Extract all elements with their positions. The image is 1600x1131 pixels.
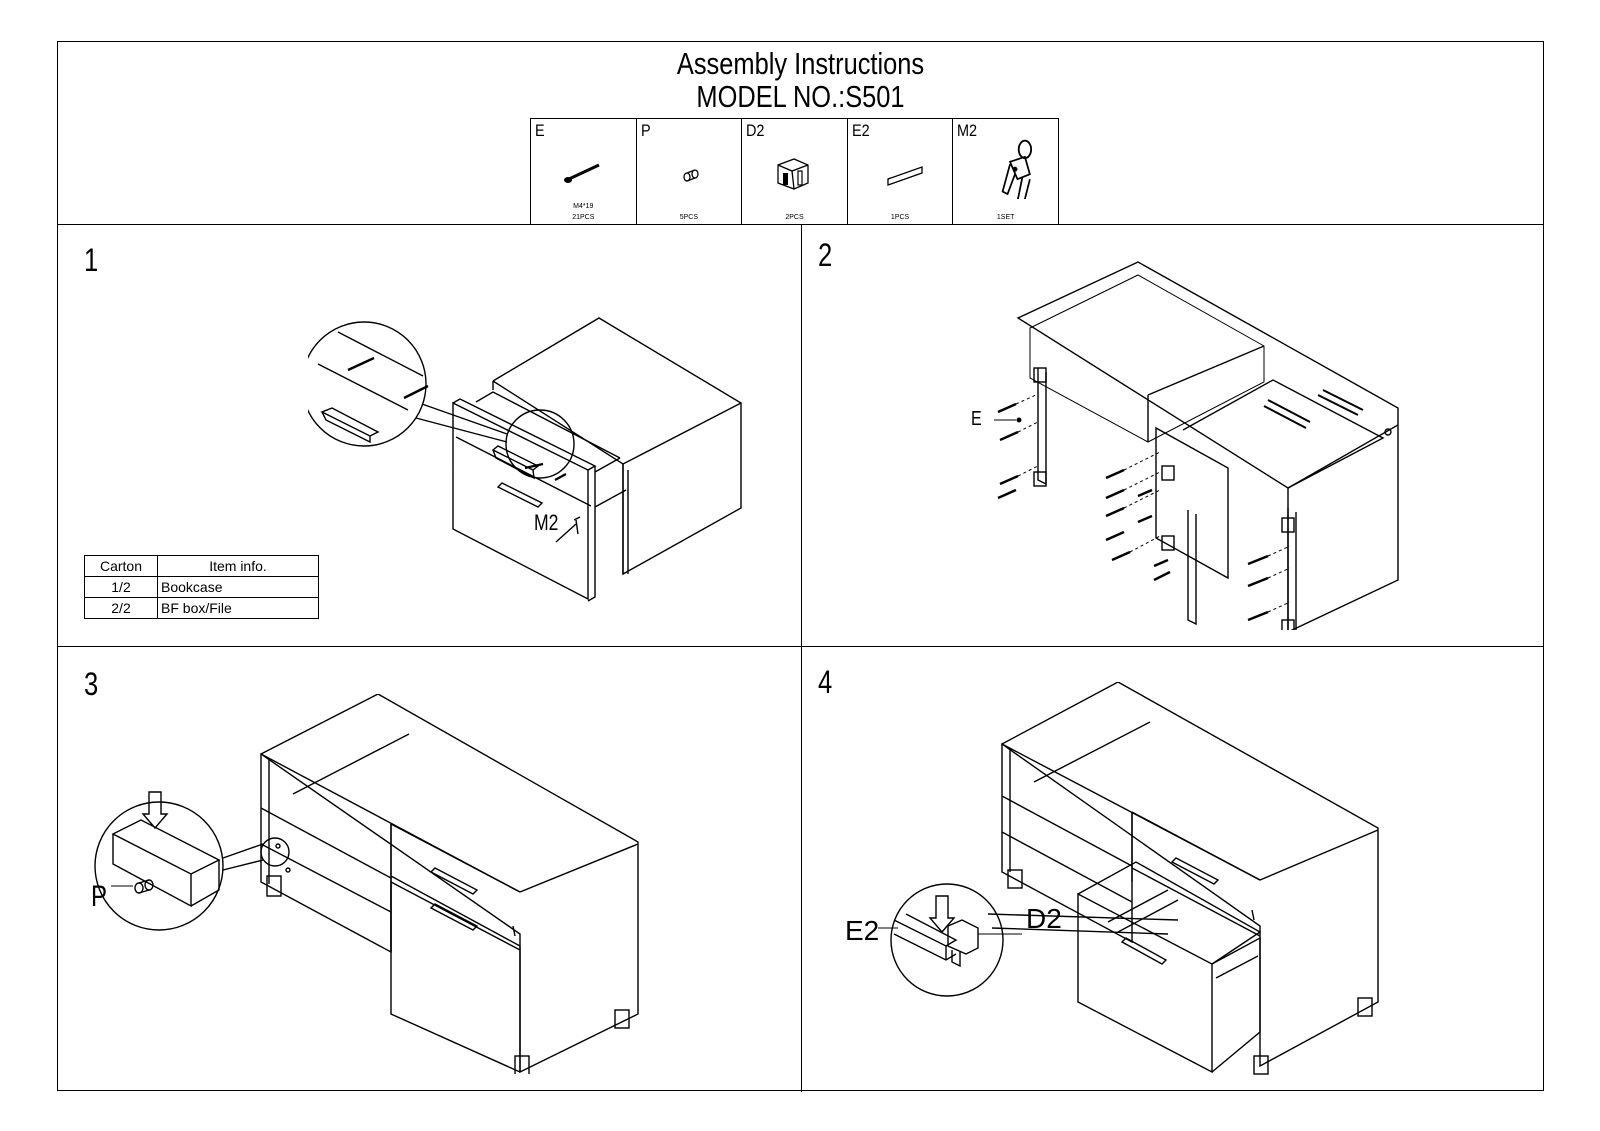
step-number: 4 bbox=[818, 664, 833, 700]
header-divider bbox=[58, 224, 1543, 225]
part-spec: M4*19 bbox=[573, 203, 594, 210]
callout-p: P bbox=[91, 880, 108, 913]
part-qty: 21PCS bbox=[572, 214, 595, 221]
step-number: 1 bbox=[84, 242, 99, 278]
step3-drawing bbox=[94, 694, 639, 1074]
part-code: E bbox=[535, 121, 545, 140]
part-qty: 2PCS bbox=[785, 214, 804, 221]
drawer-clip-icon bbox=[777, 158, 809, 190]
callout-e2: E2 bbox=[845, 915, 880, 946]
parts-list: E M4*19 21PCS P 5PCS D2 bbox=[530, 118, 1059, 224]
callout-e: E bbox=[971, 408, 982, 430]
part-code: P bbox=[640, 121, 651, 140]
column-header: Carton bbox=[84, 555, 158, 577]
step2-drawing bbox=[994, 261, 1399, 630]
column-divider bbox=[801, 224, 802, 1092]
step-number: 2 bbox=[818, 237, 833, 273]
sheet-title: Assembly Instructions bbox=[676, 46, 925, 81]
strip-icon bbox=[887, 166, 923, 186]
carton-number: 1/2 bbox=[84, 576, 158, 598]
table-row: 1/2 Bookcase bbox=[84, 576, 319, 598]
callout-d2: D2 bbox=[1026, 903, 1062, 934]
part-code: E2 bbox=[851, 121, 870, 140]
part-code: D2 bbox=[746, 121, 765, 140]
part-e: E M4*19 21PCS bbox=[531, 119, 637, 224]
item-info: Bookcase bbox=[157, 576, 319, 598]
item-info: BF box/File bbox=[157, 597, 319, 619]
part-m2: M2 1SET bbox=[953, 119, 1058, 224]
part-code: M2 bbox=[957, 121, 978, 140]
model-number: MODEL NO.:S501 bbox=[696, 79, 905, 114]
carton-number: 2/2 bbox=[84, 597, 158, 619]
table-header-row: Carton Item info. bbox=[84, 555, 319, 577]
part-qty: 1PCS bbox=[890, 214, 910, 221]
keys-icon bbox=[1001, 139, 1033, 199]
screw-icon bbox=[564, 163, 600, 183]
step-number: 3 bbox=[84, 666, 99, 702]
part-qty: 5PCS bbox=[679, 214, 699, 221]
step4-drawing bbox=[878, 682, 1379, 1075]
column-header: Item info. bbox=[157, 555, 319, 577]
callout-m2: M2 bbox=[534, 510, 559, 535]
shelf-pin-icon bbox=[682, 169, 699, 182]
table-row: 2/2 BF box/File bbox=[84, 597, 319, 619]
instruction-sheet: Assembly Instructions MODEL NO.:S501 E M… bbox=[57, 41, 1544, 1092]
part-qty: 1SET bbox=[996, 214, 1015, 221]
part-p: P 5PCS bbox=[637, 119, 743, 224]
row-divider bbox=[58, 646, 1543, 647]
carton-table: Carton Item info. 1/2 Bookcase 2/2 BF bo… bbox=[84, 555, 319, 619]
part-d2: D2 2PCS bbox=[742, 119, 848, 224]
step1-drawing bbox=[308, 317, 742, 602]
part-e2: E2 1PCS bbox=[848, 119, 954, 224]
